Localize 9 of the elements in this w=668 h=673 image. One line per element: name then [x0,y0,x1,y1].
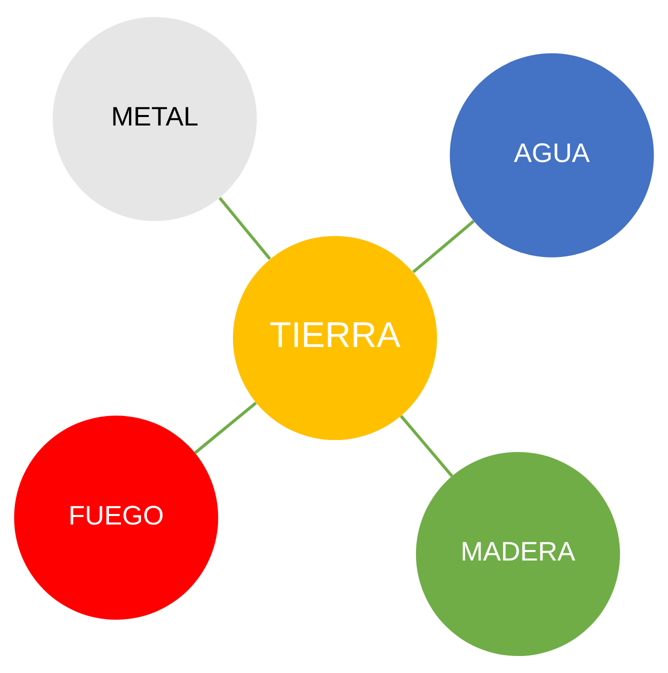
connector [218,197,272,260]
node-circle: METAL [52,16,257,222]
node-circle: TIERRA [232,236,438,440]
node-circle: AGUA [450,53,654,258]
connector [412,220,475,274]
node-circle: FUEGO [14,416,218,620]
connector [194,402,257,454]
node-circle: MADERA [416,452,620,656]
connector [400,415,454,478]
